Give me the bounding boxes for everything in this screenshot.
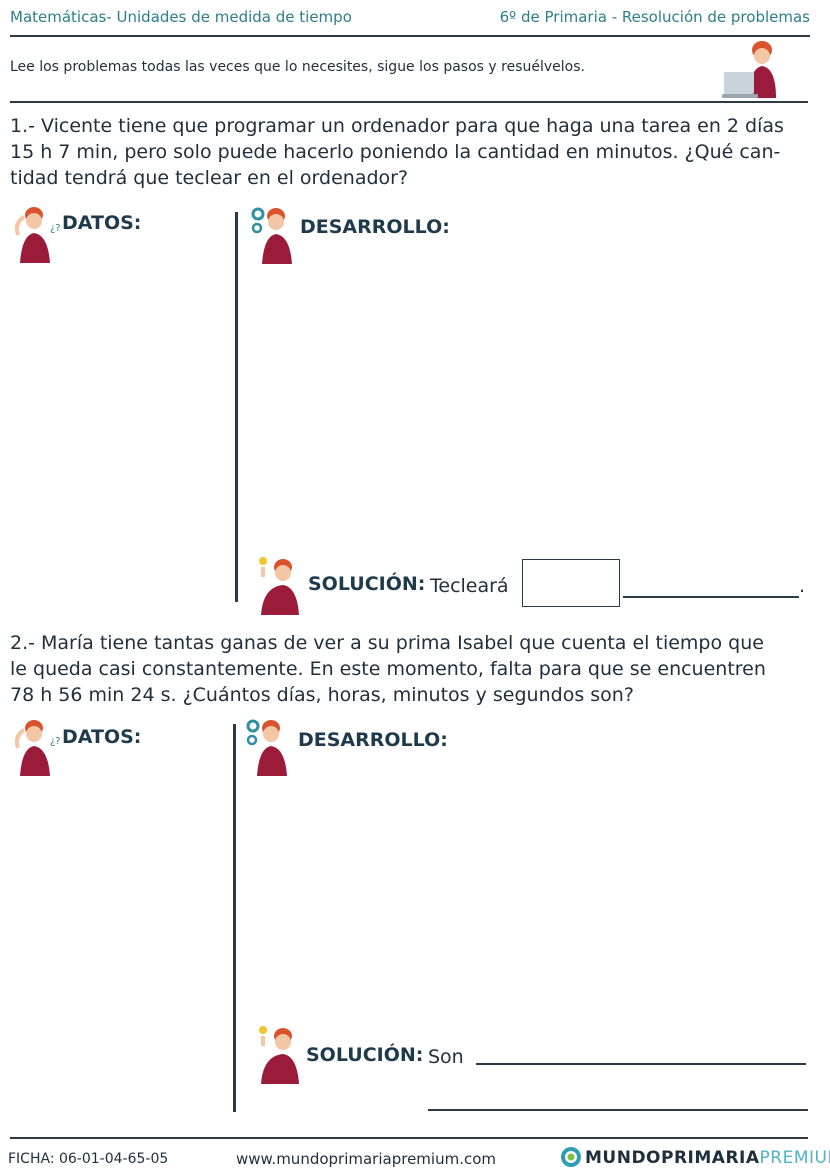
brand-main: MUNDOPRIMARIA: [585, 1148, 760, 1168]
ficha-code: FICHA: 06-01-04-65-05: [8, 1151, 169, 1167]
footer-divider: [10, 1137, 808, 1139]
idea-character-icon: [255, 555, 301, 615]
svg-text:¿?: ¿?: [50, 736, 60, 747]
desarrollo-label: DESARROLLO:: [298, 729, 448, 751]
problem-2-text: 2.- María tiene tantas ganas de ver a su…: [10, 630, 810, 708]
problem-line: 1.- Vicente tiene que programar un orden…: [10, 115, 784, 137]
mundoprimaria-logo-icon: [560, 1146, 582, 1168]
answer-prefix: Tecleará: [430, 575, 509, 597]
gears-character-icon: [245, 718, 289, 776]
gears-character-icon: [250, 206, 294, 264]
intro-text: Lee los problemas todas las veces que lo…: [10, 59, 585, 75]
problem-line: 15 h 7 min, pero solo puede hacerlo poni…: [10, 141, 781, 163]
thinking-character-icon: ¿?: [12, 205, 61, 263]
student-laptop-icon: [722, 41, 776, 98]
column-divider: [235, 212, 238, 602]
website-link[interactable]: www.mundoprimariapremium.com: [236, 1150, 496, 1168]
answer-line[interactable]: [476, 1063, 806, 1065]
datos-label: DATOS:: [62, 212, 142, 234]
desarrollo-label: DESARROLLO:: [300, 216, 450, 238]
problem-line: tidad tendrá que teclear en el ordenador…: [10, 167, 409, 189]
problem-1-text: 1.- Vicente tiene que programar un orden…: [10, 113, 810, 191]
student-laptop-illustration: [720, 36, 780, 100]
answer-box[interactable]: [522, 559, 620, 607]
answer-line[interactable]: [428, 1109, 808, 1111]
problem-line: 78 h 56 min 24 s. ¿Cuántos días, horas, …: [10, 684, 634, 706]
header-subject: Matemáticas- Unidades de medida de tiemp…: [10, 8, 352, 26]
idea-character-icon: [255, 1024, 301, 1084]
svg-text:¿?: ¿?: [50, 223, 60, 234]
datos-label: DATOS:: [62, 726, 142, 748]
problem-line: le queda casi constantemente. En este mo…: [10, 658, 766, 680]
header-grade: 6º de Primaria - Resolución de problemas: [499, 8, 810, 26]
problem-line: 2.- María tiene tantas ganas de ver a su…: [10, 632, 764, 654]
solucion-label: SOLUCIÓN:: [306, 1044, 424, 1066]
intro-divider: [10, 101, 808, 103]
header-divider: [10, 35, 810, 37]
solucion-label: SOLUCIÓN:: [308, 573, 426, 595]
answer-prefix: Son: [428, 1046, 464, 1068]
column-divider: [233, 724, 236, 1112]
answer-period: .: [799, 575, 806, 597]
brand-logo: MUNDOPRIMARIAPREMIUM: [585, 1148, 830, 1168]
answer-line[interactable]: [623, 596, 799, 598]
brand-premium: PREMIUM: [759, 1148, 830, 1168]
thinking-character-icon: ¿?: [12, 718, 61, 776]
